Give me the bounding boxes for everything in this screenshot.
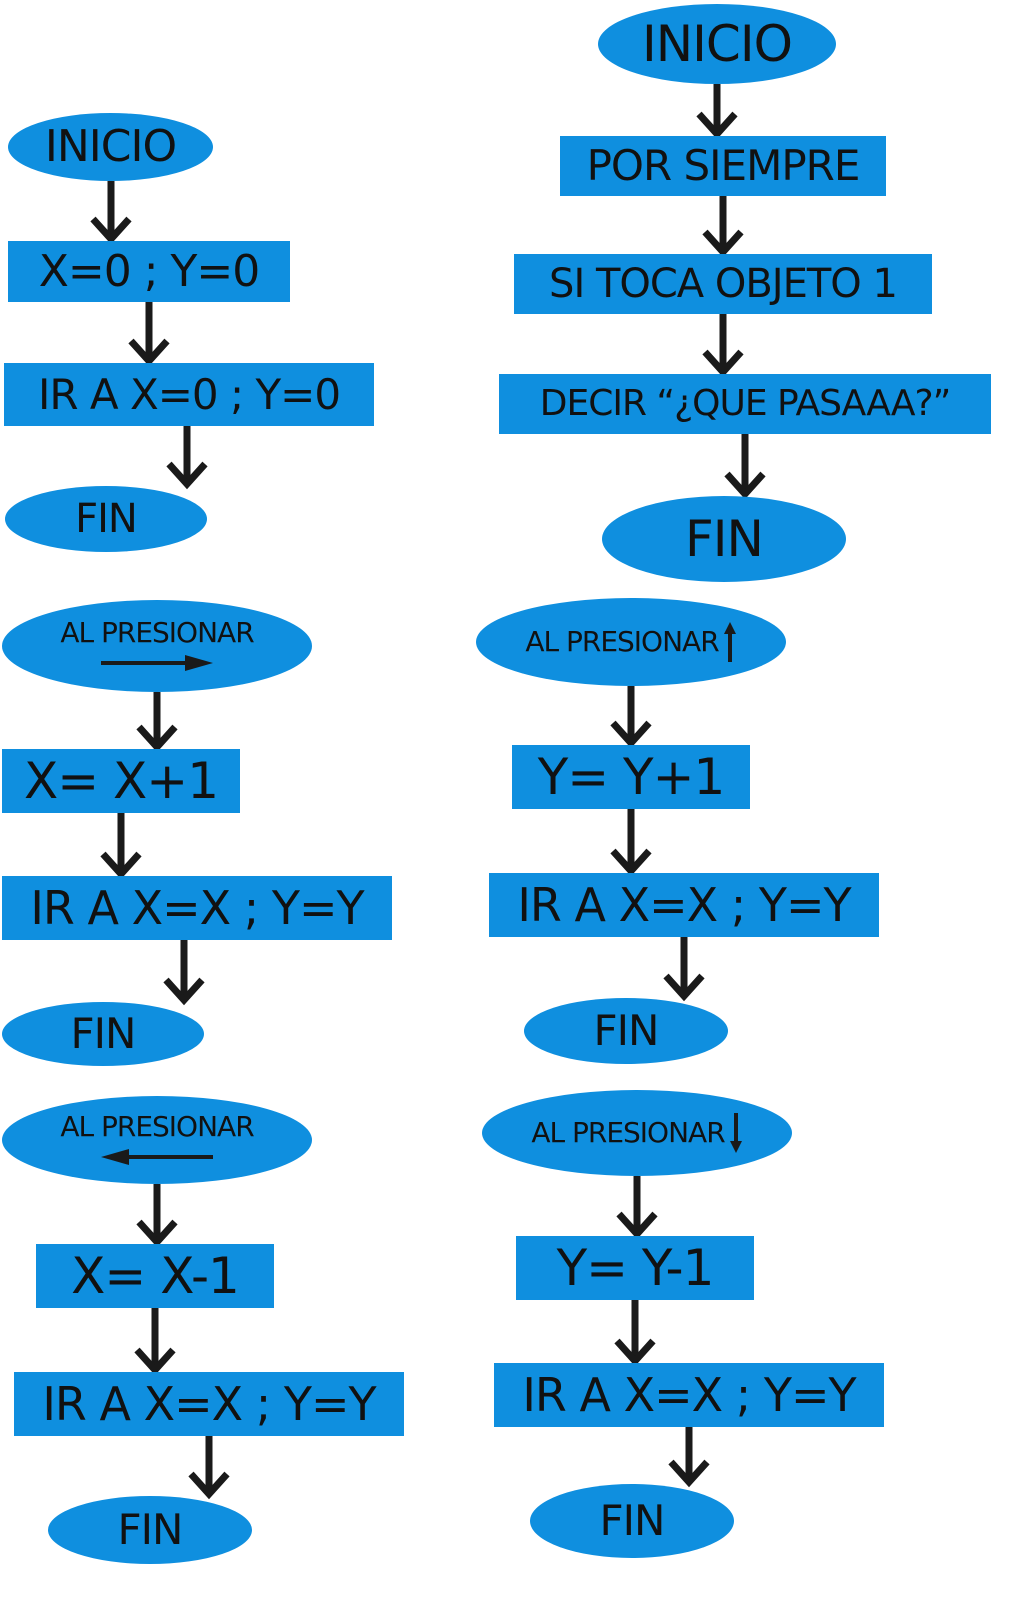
node-label: IR A X=0 ; Y=0 <box>37 369 341 419</box>
key-down-process-y-y-1: Y= Y-1 <box>516 1236 754 1300</box>
key-up-terminal-fin: FIN <box>524 998 728 1064</box>
key-right-connector-arrow <box>100 813 142 880</box>
node-label: INICIO <box>642 15 793 73</box>
arrow-right-icon <box>101 655 213 671</box>
trigger-label-row: AL PRESIONAR <box>525 620 736 664</box>
node-label: INICIO <box>44 121 177 172</box>
forever-connector-arrow <box>702 314 744 378</box>
key-down-terminal-fin: FIN <box>530 1484 734 1558</box>
node-label: FIN <box>75 496 138 542</box>
node-label: IR A X=X ; Y=Y <box>522 1368 856 1422</box>
forever-connector-arrow <box>724 434 766 500</box>
key-left-connector-arrow <box>134 1308 176 1376</box>
init-connector-arrow <box>166 426 208 490</box>
forever-process-decir-que-pasaaa: DECIR “¿QUE PASAAA?” <box>499 374 991 434</box>
key-right-terminal-al-presionar: AL PRESIONAR <box>2 600 312 692</box>
node-label: AL PRESIONAR <box>531 1116 725 1149</box>
key-down-process-ir-a-x-x-y-y: IR A X=X ; Y=Y <box>494 1363 884 1427</box>
node-label: FIN <box>685 510 764 568</box>
key-left-process-ir-a-x-x-y-y: IR A X=X ; Y=Y <box>14 1372 404 1436</box>
node-label: FIN <box>70 1009 137 1058</box>
node-label: IR A X=X ; Y=Y <box>30 881 364 935</box>
node-label: POR SIEMPRE <box>586 141 861 190</box>
forever-terminal-fin: FIN <box>602 496 846 582</box>
key-up-connector-arrow <box>610 686 652 749</box>
key-left-terminal-fin: FIN <box>48 1496 252 1564</box>
node-label: X=0 ; Y=0 <box>38 245 261 297</box>
init-terminal-fin: FIN <box>5 486 207 552</box>
key-up-terminal-al-presionar: AL PRESIONAR <box>476 598 786 686</box>
key-right-process-ir-a-x-x-y-y: IR A X=X ; Y=Y <box>2 876 392 940</box>
init-connector-arrow <box>128 302 170 367</box>
key-right-connector-arrow <box>136 692 178 753</box>
key-right-terminal-fin: FIN <box>2 1002 204 1066</box>
key-up-connector-arrow <box>610 809 652 877</box>
node-label: IR A X=X ; Y=Y <box>517 878 851 932</box>
node-label: FIN <box>117 1505 184 1554</box>
node-label: Y= Y-1 <box>556 1239 715 1297</box>
forever-process-si-toca-objeto-1: SI TOCA OBJETO 1 <box>514 254 932 314</box>
node-label: FIN <box>599 1496 666 1545</box>
forever-connector-arrow <box>702 196 744 258</box>
forever-process-por-siempre: POR SIEMPRE <box>560 136 886 196</box>
key-left-process-x-x-1: X= X-1 <box>36 1244 274 1308</box>
init-connector-arrow <box>90 181 132 245</box>
forever-terminal-inicio: INICIO <box>598 4 836 84</box>
node-label: X= X+1 <box>24 752 219 810</box>
key-left-connector-arrow <box>188 1436 230 1500</box>
forever-connector-arrow <box>696 84 738 140</box>
key-up-connector-arrow <box>663 937 705 1002</box>
node-label: IR A X=X ; Y=Y <box>42 1377 376 1431</box>
node-label: AL PRESIONAR <box>525 625 719 658</box>
node-label: SI TOCA OBJETO 1 <box>549 261 898 307</box>
key-up-process-ir-a-x-x-y-y: IR A X=X ; Y=Y <box>489 873 879 937</box>
node-label: X= X-1 <box>71 1247 240 1305</box>
arrow-up-icon <box>723 622 736 662</box>
node-label: DECIR “¿QUE PASAAA?” <box>539 383 952 424</box>
key-down-connector-arrow <box>614 1300 656 1367</box>
node-label: FIN <box>593 1006 660 1055</box>
key-right-process-x-x-1: X= X+1 <box>2 749 240 813</box>
init-process-x-0-y-0: X=0 ; Y=0 <box>8 241 290 302</box>
init-process-ir-a-x-0-y-0: IR A X=0 ; Y=0 <box>4 363 374 426</box>
node-label: AL PRESIONAR <box>60 616 254 649</box>
arrow-down-icon <box>729 1113 742 1153</box>
key-down-connector-arrow <box>668 1427 710 1488</box>
key-left-connector-arrow <box>136 1184 178 1248</box>
node-label: AL PRESIONAR <box>60 1110 254 1143</box>
key-down-terminal-al-presionar: AL PRESIONAR <box>482 1090 792 1176</box>
arrow-left-icon <box>101 1149 213 1165</box>
trigger-label-row: AL PRESIONAR <box>531 1111 742 1155</box>
init-terminal-inicio: INICIO <box>8 113 213 181</box>
key-down-connector-arrow <box>616 1176 658 1240</box>
key-right-connector-arrow <box>163 940 205 1006</box>
key-left-terminal-al-presionar: AL PRESIONAR <box>2 1096 312 1184</box>
key-up-process-y-y-1: Y= Y+1 <box>512 745 750 809</box>
node-label: Y= Y+1 <box>537 748 726 806</box>
